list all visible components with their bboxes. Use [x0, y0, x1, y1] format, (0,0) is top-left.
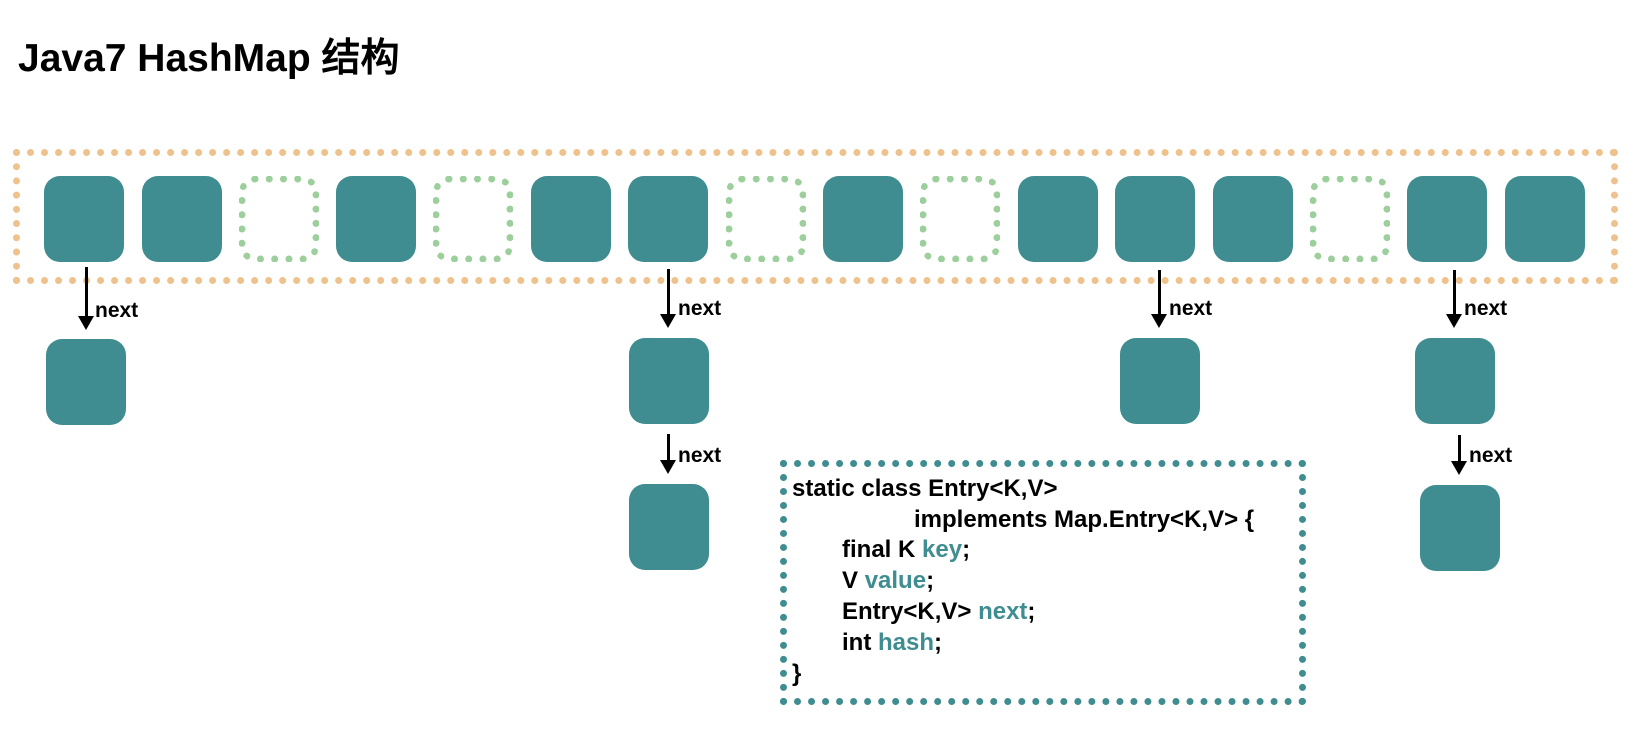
array-bucket-11: [1115, 176, 1195, 262]
diagram-title: Java7 HashMap 结构: [18, 37, 400, 80]
next-arrow: [1446, 270, 1462, 328]
array-bucket-14: [1407, 176, 1487, 262]
field-name-value: value: [864, 567, 927, 594]
array-bucket-3: [336, 176, 416, 262]
next-arrow: [660, 434, 676, 474]
array-bucket-1: [142, 176, 222, 262]
code-type: V: [842, 567, 865, 594]
code-line-class-declaration: static class Entry<K,V>: [792, 475, 1058, 502]
array-bucket-10: [1018, 176, 1098, 262]
code-semicolon: ;: [934, 629, 943, 656]
next-label: next: [678, 297, 722, 320]
code-semicolon: ;: [962, 536, 971, 563]
linked-node: [629, 338, 709, 424]
hash-table-array: [13, 149, 1618, 284]
code-line-hash-field: int hash;: [842, 631, 942, 655]
array-bucket-0: [44, 176, 124, 262]
code-type: final K: [842, 536, 923, 563]
next-label: next: [1169, 297, 1213, 320]
array-bucket-12: [1213, 176, 1293, 262]
field-name-key: key: [922, 536, 963, 563]
array-bucket-7: [726, 176, 806, 262]
next-arrow: [78, 267, 94, 330]
next-label: next: [678, 444, 722, 467]
next-arrow: [660, 269, 676, 328]
array-bucket-13: [1310, 176, 1390, 262]
field-name-hash: hash: [878, 629, 935, 656]
array-bucket-4: [433, 176, 513, 262]
linked-node: [1415, 338, 1495, 424]
array-bucket-15: [1505, 176, 1585, 262]
array-bucket-8: [823, 176, 903, 262]
entry-class-code-box: [780, 460, 1306, 705]
array-bucket-2: [239, 176, 319, 262]
linked-node: [629, 484, 709, 570]
next-label: next: [1464, 297, 1508, 320]
code-semicolon: ;: [926, 567, 935, 594]
code-line-implements: implements Map.Entry<K,V> {: [914, 506, 1255, 533]
linked-node: [1120, 338, 1200, 424]
code-line-key-field: final K key;: [842, 538, 970, 562]
linked-node: [46, 339, 126, 425]
code-line-value-field: V value;: [842, 569, 934, 593]
array-bucket-6: [628, 176, 708, 262]
next-arrow: [1451, 435, 1467, 475]
next-label: next: [1469, 444, 1513, 467]
code-semicolon: ;: [1027, 598, 1036, 625]
code-type: int: [842, 629, 878, 656]
array-bucket-5: [531, 176, 611, 262]
field-name-next: next: [978, 598, 1028, 625]
code-line-next-field: Entry<K,V> next;: [842, 600, 1035, 624]
array-bucket-9: [920, 176, 1000, 262]
code-type: Entry<K,V>: [842, 598, 979, 625]
linked-node: [1420, 485, 1500, 571]
next-arrow: [1151, 270, 1167, 328]
next-label: next: [95, 299, 139, 322]
code-line-closing-brace: }: [792, 660, 802, 687]
